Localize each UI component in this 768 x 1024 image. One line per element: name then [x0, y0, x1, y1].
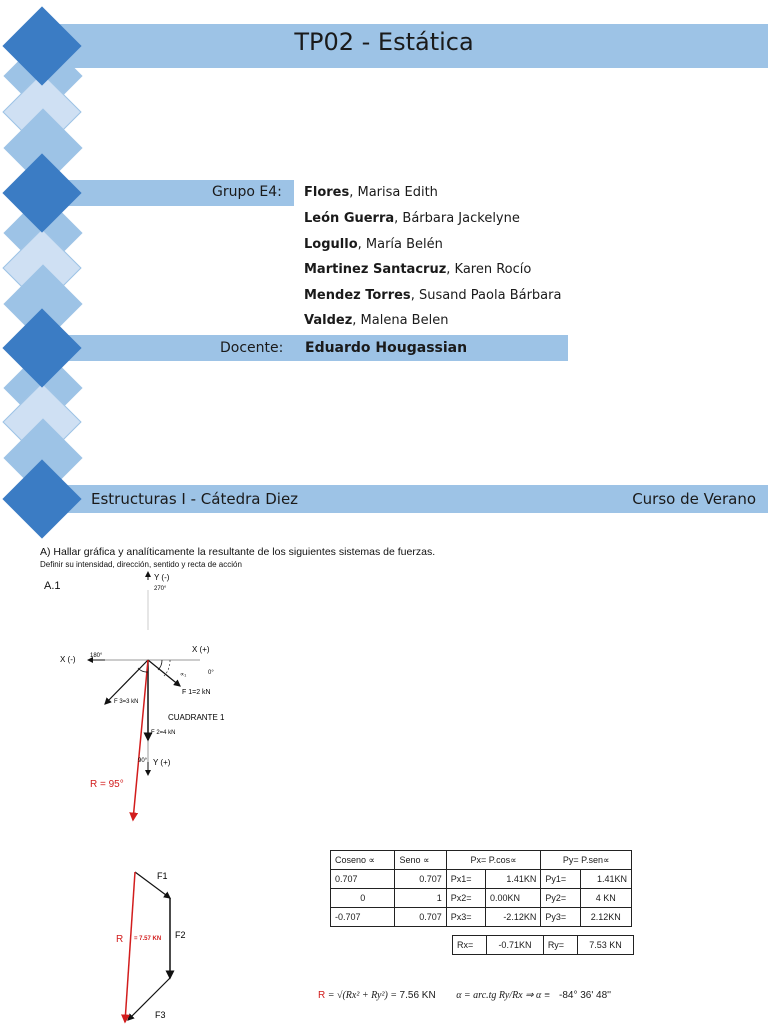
- angle-arc: [137, 667, 149, 673]
- label-quadrant: CUADRANTE 1: [168, 713, 225, 722]
- label-y-pos: Y (+): [153, 758, 171, 767]
- table-cell: Px2=: [445, 888, 486, 908]
- polygon-label-r: R: [116, 934, 123, 945]
- member-name: Martinez Santacruz, Karen Rocío: [304, 262, 532, 277]
- table-header-cell: Py= P.sen∝: [540, 850, 632, 870]
- label-x-pos: X (+): [192, 645, 210, 654]
- label-alpha-1: ∝₁: [180, 672, 186, 678]
- formula-line: R = √(Rx² + Ry²) = 7.56 KN α = arc.tg Ry…: [318, 990, 611, 1001]
- member-name: Mendez Torres, Susand Paola Bárbara: [304, 288, 562, 303]
- formula-r-expression: = √(Rx² + Ry²) =: [327, 990, 398, 1001]
- label-f2: F 2=4 kN: [151, 730, 176, 736]
- polygon-f1: [134, 871, 171, 899]
- table-row: -0.707 0.707 Px3= -2.12KN Py3= 2.12KN: [329, 907, 633, 927]
- teacher-name: Eduardo Hougassian: [305, 340, 468, 356]
- table-header-cell: Px= P.cos∝: [445, 850, 542, 870]
- table-header-cell: Seno ∝: [394, 850, 447, 870]
- angle-arc: [157, 659, 163, 671]
- label-f3: F 3=3 kN: [114, 699, 139, 705]
- problem-subheading: Definir su intensidad, dirección, sentid…: [40, 560, 242, 569]
- label-y-neg: Y (-): [154, 573, 170, 582]
- polygon-label-f2: F2: [175, 930, 186, 940]
- label-angle-90: 90°: [138, 758, 148, 764]
- table-cell: Px1=: [445, 869, 486, 889]
- formula-alpha-expression: α = arc.tg Ry/Rx ⇒ α ≡: [456, 990, 551, 1001]
- member-name: Valdez, Malena Belen: [304, 313, 449, 328]
- course-term: Curso de Verano: [632, 490, 756, 508]
- angle-arc: [163, 659, 171, 677]
- polygon-label-f1: F1: [157, 871, 168, 881]
- teacher-label: Docente:: [220, 340, 284, 356]
- table-cell: 0.707: [394, 869, 447, 889]
- section-label: A.1: [44, 580, 61, 592]
- polygon-r-value: = 7.57 KN: [134, 936, 161, 942]
- table-cell: Py3=: [540, 907, 581, 927]
- table-cell: 1.41KN: [484, 869, 542, 889]
- resultant-arrow: [129, 659, 149, 822]
- table-cell: Py1=: [540, 869, 581, 889]
- formula-r-label: R: [318, 990, 326, 1001]
- table-row: 0.707 0.707 Px1= 1.41KN Py1= 1.41KN: [329, 869, 633, 889]
- polygon-resultant: [121, 871, 136, 1024]
- force-f3-arrow: [104, 659, 149, 705]
- table-row: 0 1 Px2= 0.00KN Py2= 4 KN: [329, 888, 633, 908]
- table-cell: 0.707: [329, 869, 396, 889]
- member-name: Logullo, María Belén: [304, 237, 443, 252]
- table-cell: 7.53 KN: [576, 935, 635, 955]
- label-resultant-angle: R = 95°: [90, 779, 124, 790]
- table-cell: 0.00KN: [484, 888, 542, 908]
- polygon-label-f3: F3: [155, 1010, 166, 1020]
- title-band: [40, 24, 768, 68]
- table-cell: 1.41KN: [579, 869, 633, 889]
- table-row: Rx= -0.71KN Ry= 7.53 KN: [451, 935, 635, 955]
- polygon-f3: [127, 977, 171, 1021]
- table-cell: -2.12KN: [484, 907, 542, 927]
- label-f1: F 1=2 kN: [182, 689, 211, 696]
- totals-table: Rx= -0.71KN Ry= 7.53 KN: [451, 935, 635, 955]
- problem-heading: A) Hallar gráfica y analíticamente la re…: [40, 546, 436, 558]
- formula-alpha-value: -84° 36' 48'': [559, 990, 611, 1001]
- table-cell: 0: [329, 888, 396, 908]
- force-diagram: Y (-) 270° X (-) 180° X (+) 0° ∝₁ F 1=2 …: [60, 571, 225, 822]
- diamond-shape: [2, 459, 82, 539]
- label-angle-0: 0°: [208, 670, 214, 676]
- page-title: TP02 - Estática: [294, 28, 474, 56]
- force-f1-arrow: [147, 659, 181, 687]
- label-angle-180: 180°: [90, 653, 103, 659]
- table-header-row: Coseno ∝ Seno ∝ Px= P.cos∝ Py= P.sen∝: [329, 850, 632, 870]
- footer-band: [40, 485, 768, 513]
- table-cell: Ry=: [542, 935, 578, 955]
- label-angle-270: 270°: [154, 586, 167, 592]
- table-cell: -0.707: [329, 907, 396, 927]
- forces-table: Coseno ∝ Seno ∝ Px= P.cos∝ Py= P.sen∝ 0.…: [329, 850, 633, 927]
- table-cell: Px3=: [445, 907, 486, 927]
- table-cell: Py2=: [540, 888, 581, 908]
- force-polygon: F1 F2 F3 R = 7.57 KN: [116, 871, 186, 1024]
- course-label: Estructuras I - Cátedra Diez: [91, 490, 299, 508]
- table-header-cell: Coseno ∝: [329, 850, 396, 870]
- group-label: Grupo E4:: [212, 184, 282, 200]
- teacher-band: [40, 335, 568, 361]
- member-name: León Guerra, Bárbara Jackelyne: [304, 211, 520, 226]
- table-cell: -0.71KN: [486, 935, 544, 955]
- table-cell: 2.12KN: [579, 907, 633, 927]
- label-x-neg: X (-): [60, 655, 76, 664]
- table-cell: 1: [394, 888, 447, 908]
- table-cell: 4 KN: [579, 888, 633, 908]
- table-cell: Rx=: [451, 935, 488, 955]
- member-name: Flores, Marisa Edith: [304, 185, 438, 200]
- table-cell: 0.707: [394, 907, 447, 927]
- formula-r-value: 7.56 KN: [399, 990, 436, 1001]
- group-band: [40, 180, 294, 206]
